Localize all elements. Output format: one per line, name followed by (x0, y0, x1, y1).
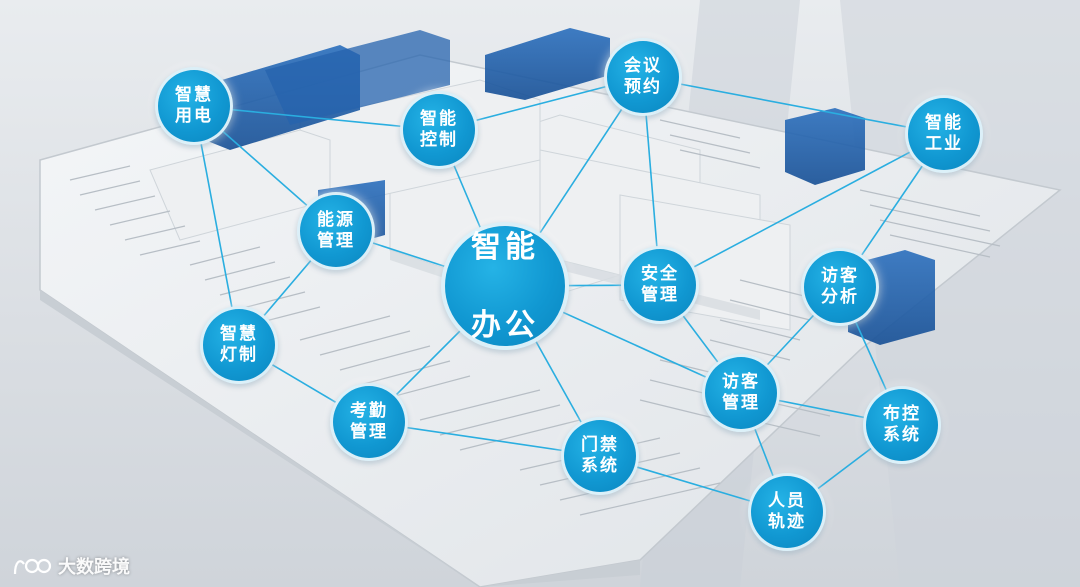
smart-control-label: 智能 控制 (420, 109, 458, 152)
security-management-node[interactable]: 安全 管理 (621, 246, 699, 324)
access-control-node[interactable]: 门禁 系统 (561, 417, 639, 495)
center-node-line2: 办公 (471, 306, 539, 345)
meeting-booking-node[interactable]: 会议 预约 (604, 38, 682, 116)
visitor-analysis-label: 访客 分析 (821, 266, 859, 309)
deployment-system-node[interactable]: 布控 系统 (863, 386, 941, 464)
brand-logo-icon (12, 554, 52, 578)
visitor-management-label: 访客 管理 (722, 372, 760, 415)
smart-industry-label: 智能 工业 (925, 113, 963, 156)
smart-power-node[interactable]: 智慧 用电 (155, 67, 233, 145)
smart-control-node[interactable]: 智能 控制 (400, 91, 478, 169)
personnel-trajectory-label: 人员 轨迹 (768, 491, 806, 534)
energy-management-label: 能源 管理 (317, 210, 355, 253)
smart-office-center-node[interactable]: 智能 办公 (441, 222, 569, 350)
deployment-system-label: 布控 系统 (883, 404, 921, 447)
smart-industry-node[interactable]: 智能 工业 (905, 95, 983, 173)
security-management-label: 安全 管理 (641, 264, 679, 307)
attendance-management-label: 考勤 管理 (350, 401, 388, 444)
access-control-label: 门禁 系统 (581, 435, 619, 478)
center-node-line1: 智能 (471, 228, 539, 267)
energy-management-node[interactable]: 能源 管理 (297, 192, 375, 270)
attendance-management-node[interactable]: 考勤 管理 (330, 383, 408, 461)
smart-lighting-node[interactable]: 智慧 灯制 (200, 306, 278, 384)
meeting-booking-label: 会议 预约 (624, 56, 662, 99)
watermark: 大数跨境 (12, 553, 130, 579)
visitor-management-node[interactable]: 访客 管理 (702, 354, 780, 432)
watermark-text: 大数跨境 (58, 553, 130, 579)
personnel-trajectory-node[interactable]: 人员 轨迹 (748, 473, 826, 551)
visitor-analysis-node[interactable]: 访客 分析 (801, 248, 879, 326)
smart-lighting-label: 智慧 灯制 (220, 324, 258, 367)
smart-power-label: 智慧 用电 (175, 85, 213, 128)
